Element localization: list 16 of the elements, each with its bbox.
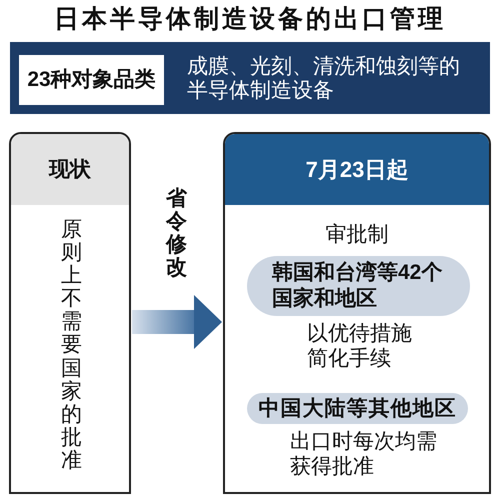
edge-label: 省令修改 xyxy=(166,187,187,280)
arrow xyxy=(132,295,222,349)
body-text: 审批制 xyxy=(324,222,390,248)
status-card xyxy=(9,132,131,494)
title: 日本半导体制造设备的出口管理 xyxy=(53,4,447,34)
body-text: 出口时每次均需获得批准 xyxy=(290,429,438,479)
description-text: 成膜、光刻、清洗和蚀刻等的半导体制造设备 xyxy=(187,55,461,103)
card-heading: 7月23日起 xyxy=(225,134,489,205)
category-banner xyxy=(10,42,490,114)
region-pill: 中国大陆等其他地区 xyxy=(247,393,468,424)
status-card xyxy=(223,132,491,494)
category-label: 23种对象品类 xyxy=(19,55,164,105)
card-heading: 现状 xyxy=(11,134,129,205)
body-text: 以优待措施简化手续 xyxy=(307,321,413,371)
vertical-text: 原则上不需要国家的批准 xyxy=(61,218,82,472)
region-pill: 韩国和台湾等42个国家和地区 xyxy=(247,256,470,316)
